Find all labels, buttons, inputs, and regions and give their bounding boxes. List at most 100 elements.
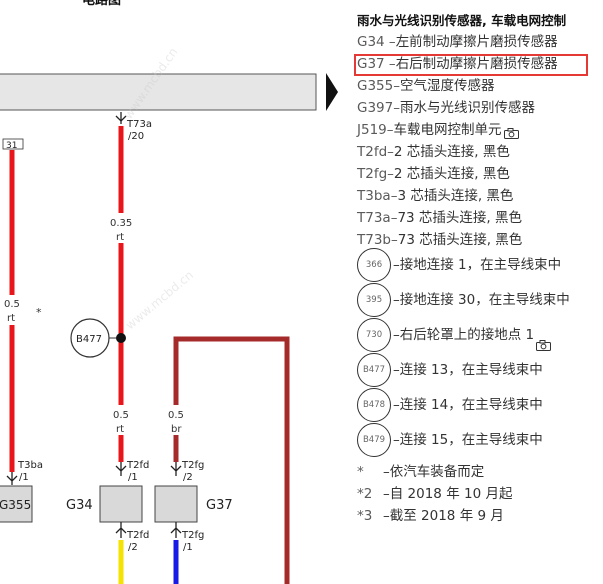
b477-label: B477 <box>76 334 102 345</box>
g34-wire-size: 0.5 <box>113 410 129 421</box>
watermark-2: www.mcbd.cn <box>123 268 196 333</box>
footnote-mark: *2 <box>357 486 373 502</box>
left-wire-size: 0.5 <box>4 299 20 310</box>
t2fd-top-label: T2fd <box>126 460 149 471</box>
t2fd-bottom-pin-symbol <box>115 522 127 538</box>
legend-component-row: G355–空气湿度传感器 <box>357 76 494 96</box>
legend-footnote-row: * –依汽车装备而定 <box>357 462 484 482</box>
legend-separator: – <box>390 210 398 226</box>
camera-icon[interactable] <box>503 125 519 139</box>
legend-description: 空气湿度传感器 <box>399 78 495 94</box>
legend-code: T2fd <box>357 144 388 160</box>
legend-code: J519 <box>357 122 387 138</box>
ground-badge: B477 <box>357 353 391 387</box>
footnote-mark: * <box>357 464 364 480</box>
wiring-diagram: 电路图 31 0.5 rt * T73a /20 0.35 rt B477 0.… <box>0 0 317 584</box>
legend-code: T3ba <box>357 188 391 204</box>
legend-description: 2 芯插头连接, 黑色 <box>393 144 510 160</box>
legend-component-row: G34 –左前制动摩擦片磨损传感器 <box>357 32 558 52</box>
b477-junction-dot <box>116 333 126 343</box>
legend-description: –依汽车装备而定 <box>383 464 485 480</box>
legend-ground-row: 366–接地连接 1，在主导线束中 <box>357 248 561 282</box>
legend-description: 雨水与光线识别传感器 <box>399 100 535 116</box>
legend-separator: – <box>387 144 394 160</box>
wire-label-31-box <box>2 138 24 150</box>
t2fg-bottom-pin-label: /1 <box>183 542 193 553</box>
legend-description: –连接 15，在主导线束中 <box>393 432 543 448</box>
legend-description: 3 芯插头连接, 黑色 <box>397 188 514 204</box>
g37-wire-size: 0.5 <box>168 410 184 421</box>
g34-label: G34 <box>66 498 93 513</box>
t2fd-top-pin-symbol <box>115 462 127 476</box>
camera-icon[interactable] <box>536 330 552 351</box>
left-wire-label-bg <box>0 295 24 325</box>
legend-description: 73 芯插头连接, 黑色 <box>397 210 523 226</box>
legend-description: –截至 2018 年 9 月 <box>383 508 504 524</box>
legend-code: T73a <box>357 210 391 226</box>
legend-code: G397 <box>357 100 394 116</box>
wire-label-31: 31 <box>6 141 17 151</box>
main-wire-color: rt <box>116 232 124 243</box>
pointer-arrowhead <box>326 73 338 111</box>
t73a-label: T73a <box>126 119 152 130</box>
g37-label: G37 <box>206 498 233 513</box>
t3ba-label: T3ba <box>17 460 43 471</box>
t2fg-top-pin-label: /2 <box>183 472 193 483</box>
g37-component <box>154 485 198 523</box>
legend-separator: – <box>386 122 394 138</box>
legend-code: T73b <box>357 232 391 248</box>
t2fd-bottom-pin-label: /2 <box>128 542 138 553</box>
legend-description: –连接 13，在主导线束中 <box>393 362 543 378</box>
footnote-mark: *3 <box>357 508 373 524</box>
legend-ground-row: B478–连接 14，在主导线束中 <box>357 388 543 422</box>
legend-component-row: T2fd–2 芯插头连接, 黑色 <box>357 142 510 162</box>
t2fg-top-pin-symbol <box>170 462 182 476</box>
legend-component-row: T2fg–2 芯插头连接, 黑色 <box>357 164 510 184</box>
t73a-pin-label: /20 <box>128 131 144 142</box>
legend-description: 2 芯插头连接, 黑色 <box>393 166 510 182</box>
legend-component-row: T73a–73 芯插头连接, 黑色 <box>357 208 522 228</box>
legend-separator: – <box>387 166 394 182</box>
g34-component <box>99 485 143 523</box>
legend-separator: – <box>384 34 396 50</box>
g34-wire-color: rt <box>116 424 124 435</box>
legend-code: G37 <box>357 56 385 72</box>
g34-wire-label-bg <box>108 405 134 435</box>
legend-separator: – <box>391 232 398 248</box>
legend-description: 73 芯插头连接, 黑色 <box>397 232 523 248</box>
g355-label: G355 <box>0 498 31 512</box>
legend-separator: – <box>393 100 400 116</box>
t2fg-bottom-pin-symbol <box>170 522 182 538</box>
legend-footnote-row: *2 –自 2018 年 10 月起 <box>357 484 512 504</box>
legend-component-row: G397–雨水与光线识别传感器 <box>357 98 535 118</box>
control-unit-bus-bar <box>0 73 317 111</box>
legend-description: 车载电网控制单元 <box>393 122 502 138</box>
t2fg-bottom-label: T2fg <box>181 530 204 541</box>
ground-badge: B479 <box>357 423 391 457</box>
legend-separator: – <box>390 188 398 204</box>
t3ba-pin-label: /1 <box>19 472 29 483</box>
legend-ground-row: B479–连接 15，在主导线束中 <box>357 423 543 457</box>
legend-description: –自 2018 年 10 月起 <box>383 486 513 502</box>
legend-code: G355 <box>357 78 394 94</box>
ground-badge: 366 <box>357 248 391 282</box>
t2fd-bottom-label: T2fd <box>126 530 149 541</box>
star-note: * <box>36 306 42 319</box>
g37-brown-wire <box>173 336 290 584</box>
legend-component-row: J519–车载电网控制单元 <box>357 120 519 140</box>
legend-ground-row: 395–接地连接 30，在主导线束中 <box>357 283 570 317</box>
legend-description: –右后轮罩上的接地点 1 <box>393 327 535 343</box>
legend-description: 左前制动摩擦片磨损传感器 <box>395 34 558 50</box>
ground-badge: 395 <box>357 283 391 317</box>
diagram-header-fragment: 电路图 <box>82 0 121 8</box>
t2fd-top-pin-label: /1 <box>128 472 138 483</box>
g355-component <box>0 485 33 523</box>
legend-separator: – <box>393 78 400 94</box>
legend-title: 雨水与光线识别传感器, 车载电网控制 <box>357 13 567 28</box>
g37-wire-label-bg <box>163 405 189 435</box>
ground-badge: 730 <box>357 318 391 352</box>
main-wire-label-bg <box>108 213 134 243</box>
legend-component-row: G37 –右后制动摩擦片磨损传感器 <box>357 54 558 74</box>
main-wire-size: 0.35 <box>110 218 132 229</box>
